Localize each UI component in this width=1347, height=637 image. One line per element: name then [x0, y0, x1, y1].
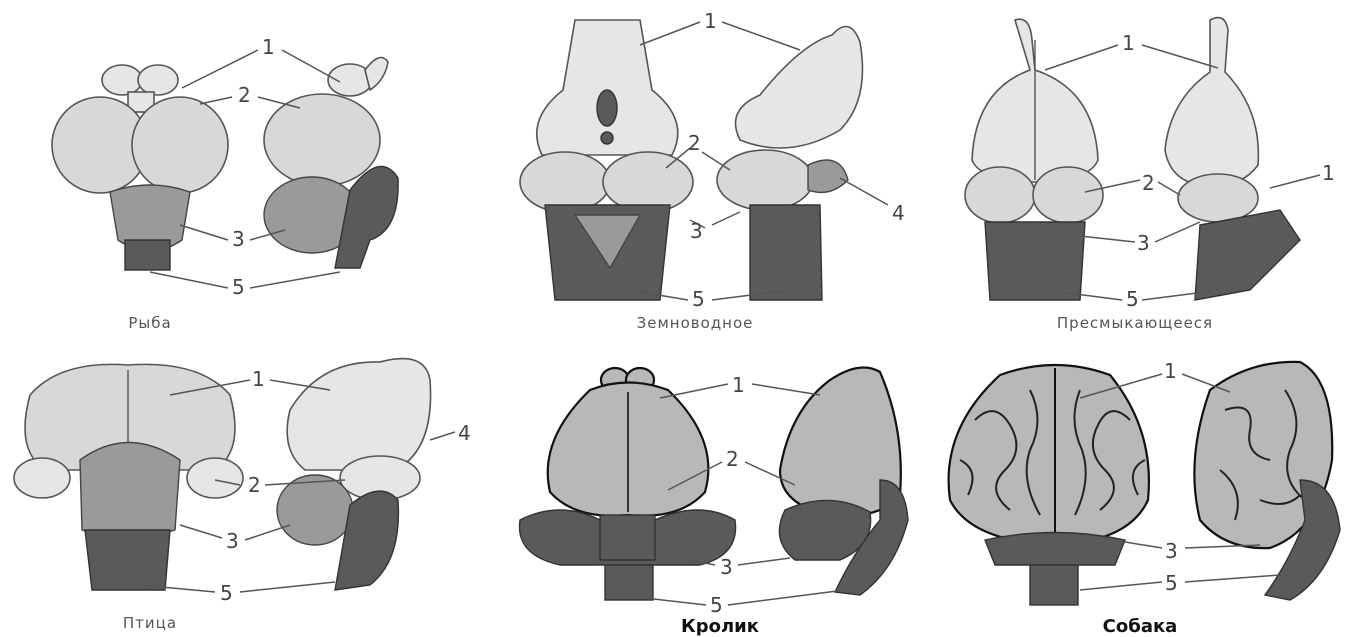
fish-label-5-line-a: [150, 272, 228, 288]
rabbit-label-5-line-a: [645, 598, 706, 605]
fish-label-3-line-a: [180, 225, 228, 240]
fish-label-5-line-b: [250, 272, 340, 288]
fish-brain-dorsal: [52, 65, 228, 270]
fish-label-5: 5: [232, 275, 245, 299]
bird-label-4-line: [430, 432, 455, 440]
reptile-label-1b: 1: [1322, 161, 1335, 185]
fish-label-1: 1: [262, 35, 275, 59]
amphibian-label-3: 3: [690, 219, 703, 243]
dog-label-5-line-b: [1185, 575, 1280, 582]
rabbit-brain-lateral: [779, 368, 908, 596]
rabbit-label-5-line-b: [728, 590, 845, 605]
dog-brain-dorsal: [949, 365, 1149, 605]
rabbit-brain-dorsal: [520, 368, 736, 600]
dog-caption: Собака: [1103, 616, 1178, 637]
fish-label-2: 2: [238, 83, 251, 107]
bird-caption: Птица: [123, 614, 177, 632]
bird-brain-lateral: [277, 359, 431, 590]
bird-label-4: 4: [458, 421, 471, 445]
reptile-label-3: 3: [1137, 231, 1150, 255]
reptile-brain-lateral: [1165, 18, 1300, 300]
amphibian-caption: Земноводное: [637, 314, 754, 332]
fish-label-3: 3: [232, 227, 245, 251]
bird-label-2: 2: [248, 473, 261, 497]
bird-label-5: 5: [220, 581, 233, 605]
dog-label-3: 3: [1165, 539, 1178, 563]
dog-label-5-line-a: [1080, 582, 1162, 590]
bird-label-5-line-b: [240, 582, 335, 592]
amphibian-label-4-line: [840, 178, 888, 205]
amphibian-label-1: 1: [704, 9, 717, 33]
fish-label-2-line-a: [200, 97, 232, 104]
reptile-label-5: 5: [1126, 287, 1139, 311]
reptile-label-2-line-b: [1158, 182, 1180, 195]
rabbit-label-3: 3: [720, 555, 733, 579]
dog-label-3-line-a: [1125, 542, 1162, 548]
reptile-caption: Пресмыкающееся: [1057, 314, 1213, 332]
reptile-label-1b-line: [1270, 175, 1320, 188]
bird-label-1: 1: [252, 367, 265, 391]
amphibian-label-2-line-b: [702, 152, 730, 170]
amphibian-label-1-line-b: [722, 22, 800, 50]
rabbit-label-1-line-b: [752, 384, 820, 395]
rabbit-label-5: 5: [710, 593, 723, 617]
reptile-brain-dorsal: [965, 19, 1103, 300]
reptile-label-1-line-b: [1142, 45, 1218, 68]
rabbit-label-1: 1: [732, 373, 745, 397]
panel-fish: 1 2 3 5 Рыба: [52, 35, 398, 332]
bird-label-3-line-b: [245, 525, 290, 540]
amphibian-brain-lateral: [717, 26, 863, 300]
bird-brain-dorsal: [14, 364, 243, 590]
reptile-label-2: 2: [1142, 171, 1155, 195]
rabbit-caption: Кролик: [681, 616, 759, 637]
rabbit-label-2: 2: [726, 447, 739, 471]
amphibian-label-2: 2: [688, 131, 701, 155]
amphibian-label-1-line-a: [640, 22, 700, 45]
reptile-label-1: 1: [1122, 31, 1135, 55]
panel-reptile: 1 1 2 3 5 Пресмыкающееся: [965, 18, 1335, 332]
amphibian-label-4: 4: [892, 201, 905, 225]
fish-caption: Рыба: [128, 314, 171, 332]
dog-label-5: 5: [1165, 571, 1178, 595]
bird-label-3: 3: [226, 529, 239, 553]
amphibian-label-5: 5: [692, 287, 705, 311]
rabbit-label-3-line-b: [738, 558, 790, 565]
bird-label-3-line-a: [180, 525, 222, 538]
amphibian-brain-dorsal: [520, 20, 693, 300]
panel-rabbit: 1 2 3 5 Кролик: [520, 368, 909, 637]
reptile-label-3-line-b: [1155, 222, 1200, 242]
panel-dog: 1 3 5 Собака: [949, 359, 1340, 637]
dog-brain-lateral: [1194, 362, 1340, 600]
dog-label-1: 1: [1164, 359, 1177, 383]
panel-amphibian: 1 2 3 4 5 Земноводное: [520, 9, 905, 332]
fish-label-1-line-b: [282, 50, 340, 82]
amphibian-label-3-line-b: [712, 212, 740, 225]
panel-bird: 1 2 3 4 5 Птица: [14, 359, 471, 632]
reptile-label-1-line-a: [1045, 45, 1118, 70]
reptile-label-3-line-a: [1080, 236, 1135, 242]
fish-brain-lateral: [264, 58, 398, 269]
